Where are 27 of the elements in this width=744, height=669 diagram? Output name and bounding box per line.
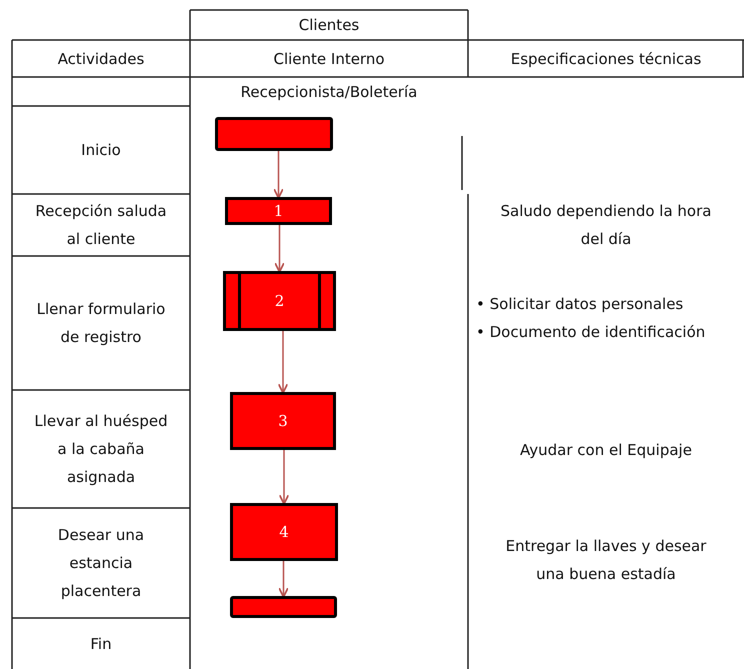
terminal-box (230, 596, 337, 618)
arrow (278, 450, 290, 505)
column-header: Especificaciones técnicas (510, 48, 702, 70)
arrow (274, 225, 285, 273)
subprocess-box: 2 (223, 271, 336, 331)
specification-text: Entregar la llaves y desear una buena estadía (504, 536, 708, 585)
column-header: Actividades (58, 48, 144, 70)
column-header: Clientes (298, 15, 360, 36)
specification-text: Ayudar con el Equipaje (520, 440, 692, 461)
activity-label: Llevar al huésped a la cabaña asignada (34, 411, 168, 488)
arrow (273, 151, 284, 199)
specification-text: • Solicitar datos personales (476, 294, 684, 315)
column-header: Cliente Interno (273, 48, 385, 70)
process-box: 1 (225, 197, 332, 225)
terminal-box (215, 117, 333, 151)
role-header: Recepcionista/Boletería (240, 82, 418, 102)
arrow (278, 561, 289, 598)
specification-text: • Documento de identificación (476, 322, 706, 343)
specification-text: Saludo dependiendo la hora del día (500, 201, 712, 250)
activity-label: Llenar formulario de registro (36, 299, 166, 348)
activity-label: Fin (90, 634, 112, 654)
activity-label: Inicio (81, 140, 121, 161)
activity-label: Desear una estancia placentera (56, 525, 146, 602)
process-box: 4 (230, 503, 338, 561)
activity-label: Recepción saluda al cliente (34, 201, 168, 250)
process-box: 3 (230, 392, 336, 450)
arrow (278, 331, 288, 394)
